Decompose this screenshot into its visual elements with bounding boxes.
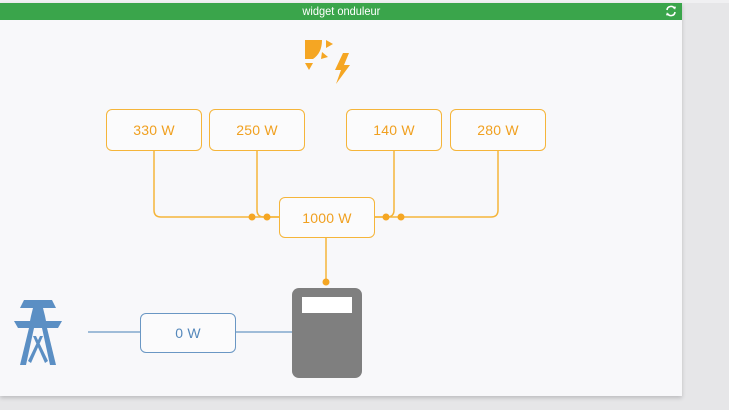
wire-panel-4 — [375, 151, 499, 218]
junction-dot — [382, 213, 390, 221]
inverter-widget: widget onduleur — [0, 3, 682, 396]
junction-dots — [248, 213, 405, 286]
panel-2-power-value: 250 W — [236, 122, 278, 138]
page-top-strip — [0, 0, 729, 3]
grid-power-box: 0 W — [140, 313, 236, 353]
wire-panel-2 — [256, 151, 280, 218]
panel-2-power-box: 250 W — [209, 109, 305, 151]
panel-1-power-value: 330 W — [133, 122, 175, 138]
solar-total-power-value: 1000 W — [302, 209, 352, 226]
power-pylon-icon — [14, 300, 62, 365]
junction-dot — [263, 213, 271, 221]
panel-4-power-box: 280 W — [450, 109, 546, 151]
panel-4-power-value: 280 W — [477, 122, 519, 138]
inverter-icon — [292, 288, 362, 378]
panel-1-power-box: 330 W — [106, 109, 202, 151]
wire-panel-1 — [153, 151, 280, 218]
junction-dot — [397, 213, 405, 221]
widget-header: widget onduleur — [0, 3, 682, 20]
widget-title: widget onduleur — [302, 4, 380, 18]
panel-3-power-value: 140 W — [373, 122, 415, 138]
junction-dot — [322, 278, 330, 286]
junction-dot — [248, 213, 256, 221]
grid-power-value: 0 W — [175, 325, 201, 341]
wire-panel-3 — [375, 151, 395, 218]
energy-flow-diagram — [14, 40, 499, 378]
panel-3-power-box: 140 W — [346, 109, 442, 151]
solar-power-icon — [305, 40, 350, 84]
refresh-icon[interactable] — [665, 5, 677, 17]
solar-total-power-box: 1000 W — [279, 197, 375, 238]
